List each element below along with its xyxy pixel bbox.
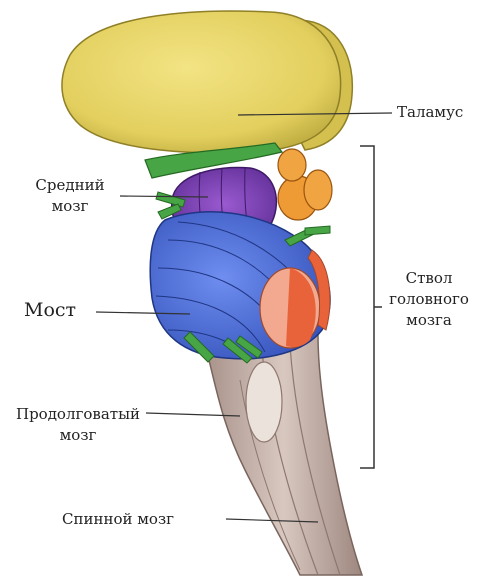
label-spinal-cord: Спинной мозг xyxy=(62,510,175,528)
label-midbrain: Средний мозг xyxy=(24,175,116,217)
label-brainstem-line3: мозга xyxy=(406,311,452,329)
spinal-cord-shape xyxy=(204,334,364,576)
optic-tract-shape xyxy=(144,142,284,179)
label-brainstem: Ствол головного мозга xyxy=(384,268,474,331)
brainstem-bracket xyxy=(360,145,382,469)
pituitary-shape xyxy=(277,148,333,221)
thalamus-shape xyxy=(61,10,354,154)
label-medulla-line2: мозг xyxy=(59,426,97,444)
label-brainstem-line2: головного xyxy=(389,290,469,308)
olive-shape xyxy=(245,361,283,443)
cranial-nerves-shape xyxy=(155,191,331,364)
leader-lines xyxy=(95,112,393,523)
label-medulla: Продолговатый мозг xyxy=(10,404,146,446)
pons-section-shape xyxy=(259,249,331,349)
label-midbrain-line1: Средний xyxy=(35,176,105,194)
label-brainstem-line1: Ствол xyxy=(405,269,453,287)
label-thalamus: Таламус xyxy=(397,103,464,121)
label-midbrain-line2: мозг xyxy=(51,197,89,215)
label-medulla-line1: Продолговатый xyxy=(15,405,141,423)
label-pons: Мост xyxy=(24,299,77,321)
